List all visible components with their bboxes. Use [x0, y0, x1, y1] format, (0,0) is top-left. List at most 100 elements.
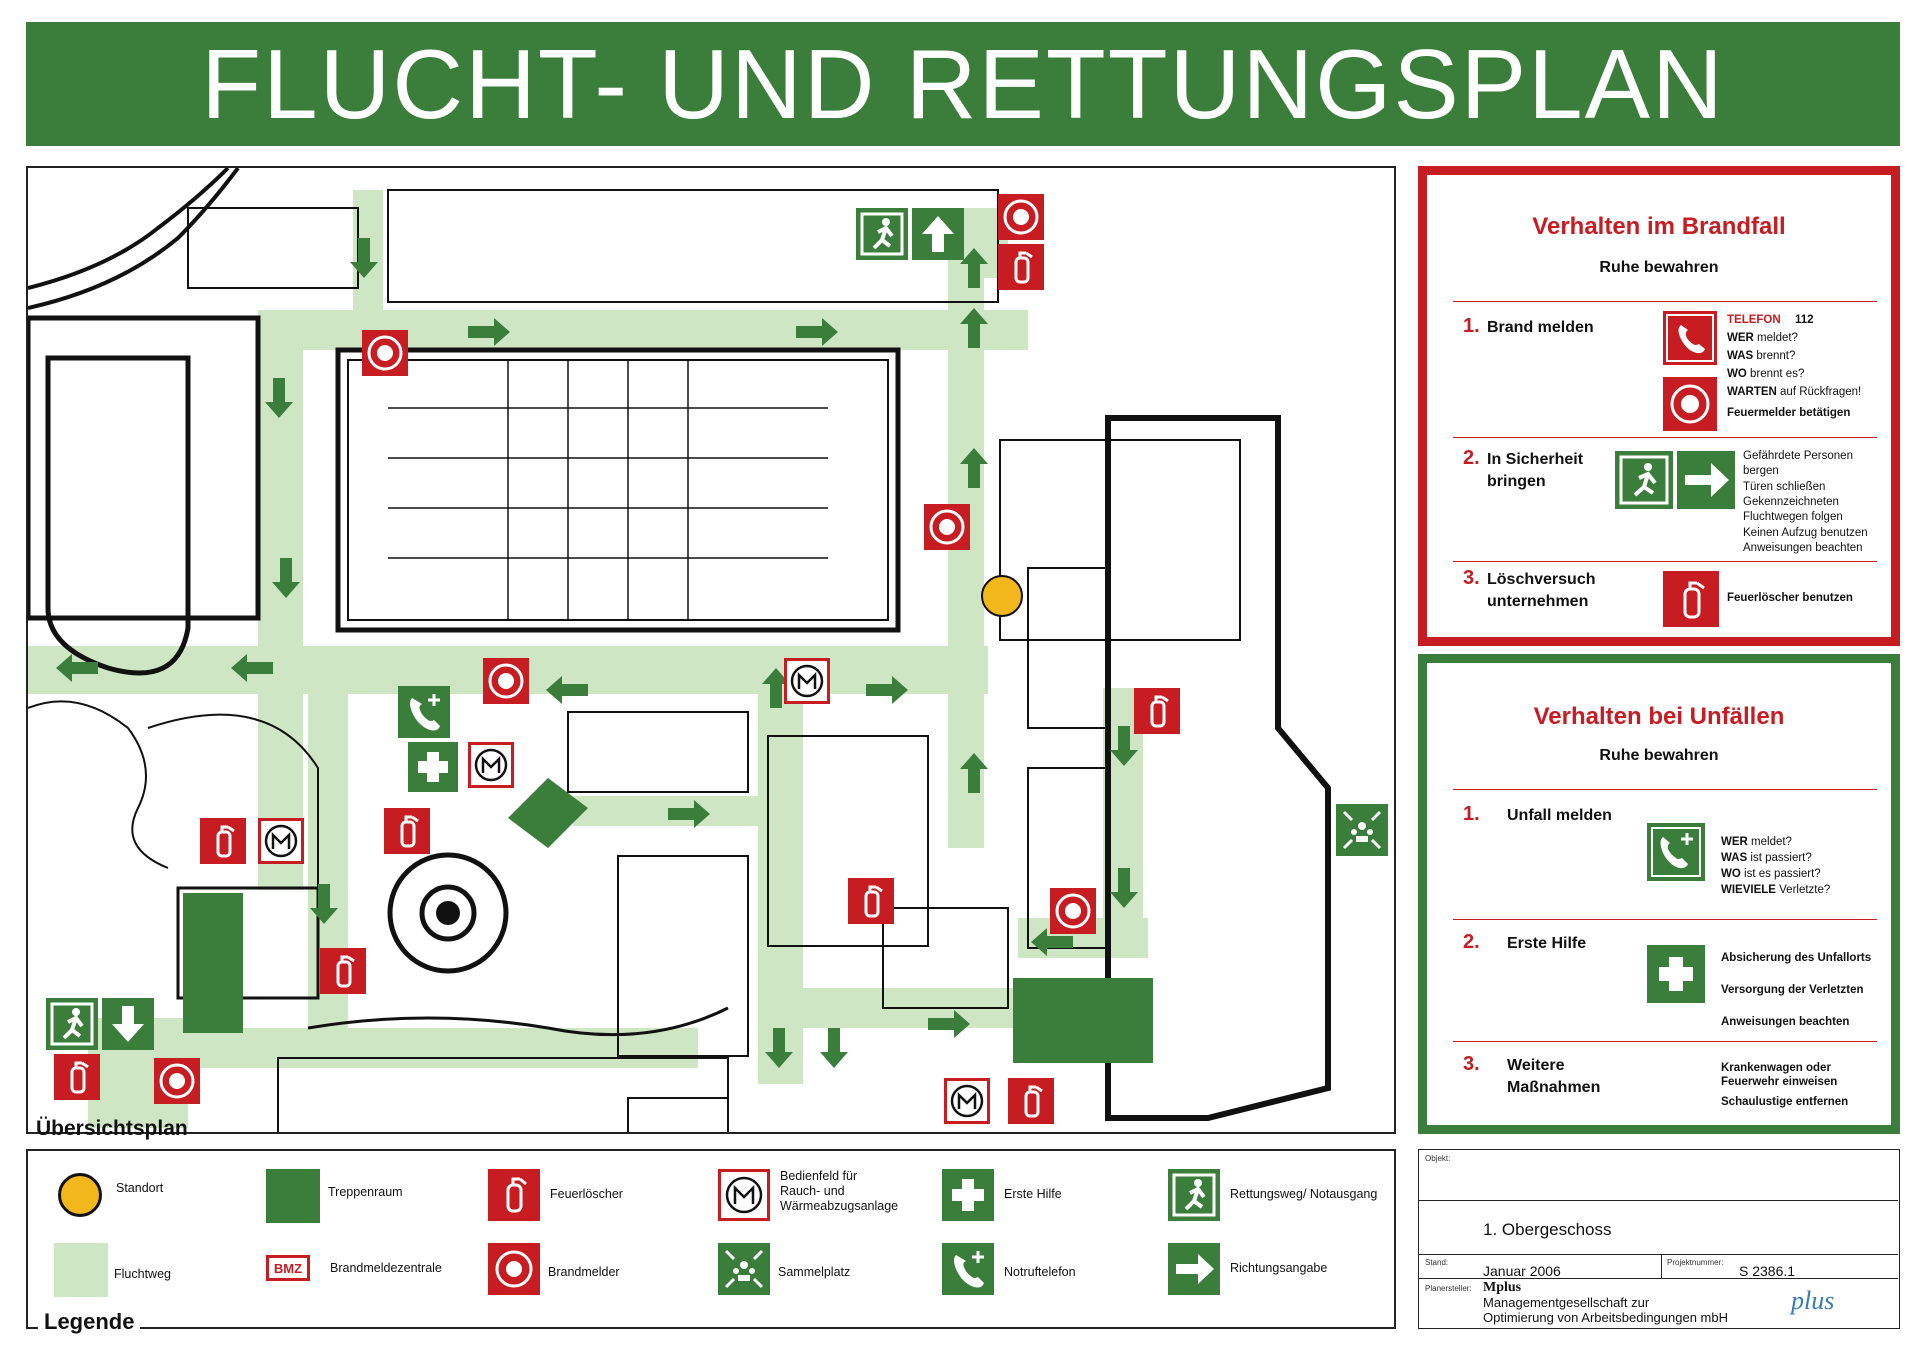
company-logo: plus: [1791, 1286, 1835, 1315]
step-label: Maßnahmen: [1507, 1079, 1601, 1096]
standort-marker: [981, 575, 1023, 617]
report-line: WAS ist passiert?: [1721, 852, 1812, 864]
bmz-badge: BMZ: [266, 1255, 310, 1281]
report-line: WO ist es passiert?: [1721, 868, 1821, 880]
fire-extinguisher-icon: [1663, 571, 1719, 627]
safety-line: Keinen Aufzug benutzen: [1743, 527, 1868, 539]
planer-label: Planersteller:: [1425, 1284, 1472, 1293]
standort-legend-icon: [58, 1173, 102, 1217]
title-block: Objekt: 1. Obergeschoss Stand: Januar 20…: [1418, 1149, 1900, 1329]
fire-panel-subheading: Ruhe bewahren: [1599, 259, 1719, 276]
company-line: Optimierung von Arbeitsbedingungen mbH: [1483, 1310, 1728, 1325]
further-line: Schaulustige entfernen: [1721, 1096, 1849, 1108]
stand-label: Stand:: [1425, 1258, 1449, 1267]
report-line: WARTEN auf Rückfragen!: [1727, 386, 1862, 398]
floor-plan-map: [26, 166, 1396, 1134]
emergency-phone-legend-icon: [942, 1243, 994, 1295]
legend-label: Rauch- und: [780, 1184, 845, 1198]
fire-extinguisher-legend-icon: [488, 1169, 540, 1221]
first-aid-icon: [1647, 945, 1705, 1003]
accident-panel-subheading: Ruhe bewahren: [1599, 747, 1719, 764]
fire-extinguisher-sign: [998, 244, 1044, 290]
emergency-exit-sign: [46, 998, 98, 1050]
rwa-legend-icon: [718, 1169, 770, 1221]
assembly-point-legend-icon: [718, 1243, 770, 1295]
title-bar: [26, 22, 1900, 146]
map-caption: Übersichtsplan: [36, 1117, 188, 1140]
projekt-label: Projektnummer:: [1667, 1258, 1724, 1267]
accident-behavior-panel: Verhalten bei Unfällen Ruhe bewahren 1. …: [1418, 654, 1900, 1134]
fire-alarm-sign: [483, 658, 529, 704]
feuermelder-text: Feuermelder betätigen: [1727, 407, 1851, 419]
step-label: Weitere: [1507, 1057, 1565, 1074]
legend-label: Standort: [116, 1181, 164, 1195]
emergency-exit-sign: [856, 208, 908, 260]
step-number: 3.: [1463, 567, 1480, 589]
report-line: WER meldet?: [1727, 332, 1798, 344]
fire-alarm-sign: [924, 504, 970, 550]
direction-down-sign: [102, 998, 154, 1050]
report-line: WO brennt es?: [1727, 368, 1805, 380]
objekt-label: Objekt:: [1425, 1154, 1451, 1163]
safety-line: Gekennzeichneten: [1743, 496, 1839, 508]
arrow-right-legend-icon: [1168, 1243, 1220, 1295]
assembly-point-sign: [1336, 804, 1388, 856]
legend-label: Richtungsangabe: [1230, 1261, 1328, 1275]
step-number: 3.: [1463, 1053, 1480, 1075]
phone-icon: [1663, 311, 1717, 365]
emergency-exit-legend-icon: [1168, 1169, 1220, 1221]
fire-alarm-sign: [1050, 888, 1096, 934]
fire-extinguisher-sign: [54, 1054, 100, 1100]
further-line: Feuerwehr einweisen: [1721, 1076, 1838, 1088]
stairwell-legend-icon: [266, 1169, 320, 1223]
legend-label: Treppenraum: [328, 1185, 403, 1199]
projekt-value: S 2386.1: [1739, 1263, 1796, 1279]
step-number: 2.: [1463, 447, 1480, 469]
legend-label: Rettungsweg/ Notausgang: [1230, 1187, 1378, 1201]
fire-alarm-legend-icon: [488, 1243, 540, 1295]
step-label: unternehmen: [1487, 593, 1589, 610]
rwa-panel-sign: [468, 742, 514, 788]
safety-line: Gefährdete Personen: [1743, 450, 1853, 462]
telefon-label: TELEFON: [1727, 314, 1781, 326]
company-line: Managementgesellschaft zur: [1483, 1295, 1650, 1310]
first-aid-line: Anweisungen beachten: [1721, 1016, 1850, 1028]
legend-label: Sammelplatz: [778, 1265, 851, 1279]
step-number: 2.: [1463, 931, 1480, 953]
fire-behavior-panel: Verhalten im Brandfall Ruhe bewahren 1. …: [1418, 166, 1900, 646]
page-title: FLUCHT- UND RETTUNGSPLAN: [201, 29, 1725, 139]
legend-label: Feuerlöscher: [550, 1187, 623, 1201]
arrow-right-icon: [1677, 451, 1735, 509]
step-label: Brand melden: [1487, 319, 1594, 336]
rotunda: [387, 852, 509, 974]
fire-extinguisher-sign: [200, 818, 246, 864]
legend-label: Fluchtweg: [114, 1267, 171, 1281]
report-line: WIEVIELE Verletzte?: [1721, 884, 1831, 896]
legend-label: Erste Hilfe: [1004, 1187, 1062, 1201]
fire-extinguisher-sign: [320, 948, 366, 994]
report-line: WAS brennt?: [1727, 350, 1796, 362]
legend-label: Brandmeldezentrale: [330, 1261, 442, 1275]
step-label: bringen: [1487, 473, 1546, 490]
safety-line: bergen: [1743, 465, 1779, 477]
safety-line: Türen schließen: [1743, 481, 1826, 493]
safety-line: Anweisungen beachten: [1743, 542, 1863, 554]
rwa-panel-sign: [784, 658, 830, 704]
fire-extinguisher-sign: [384, 808, 430, 854]
direction-up-sign: [912, 208, 964, 260]
extinguisher-text: Feuerlöscher benutzen: [1727, 592, 1853, 604]
accident-panel-heading: Verhalten bei Unfällen: [1533, 703, 1785, 730]
emergency-phone-icon: [1647, 823, 1705, 881]
fire-extinguisher-sign: [848, 878, 894, 924]
emergency-number: 112: [1795, 314, 1814, 326]
step-label: Unfall melden: [1507, 807, 1612, 824]
floor-plan-svg: [28, 168, 1331, 1132]
emergency-exit-icon: [1615, 451, 1673, 509]
fire-alarm-icon: [1663, 377, 1717, 431]
fire-alarm-sign: [362, 330, 408, 376]
step-label: In Sicherheit: [1487, 451, 1584, 468]
escape-route-legend-icon: [54, 1243, 108, 1297]
step-label: Erste Hilfe: [1507, 935, 1587, 952]
pool-lanes: [388, 360, 828, 620]
step-label: Löschversuch: [1487, 571, 1596, 588]
